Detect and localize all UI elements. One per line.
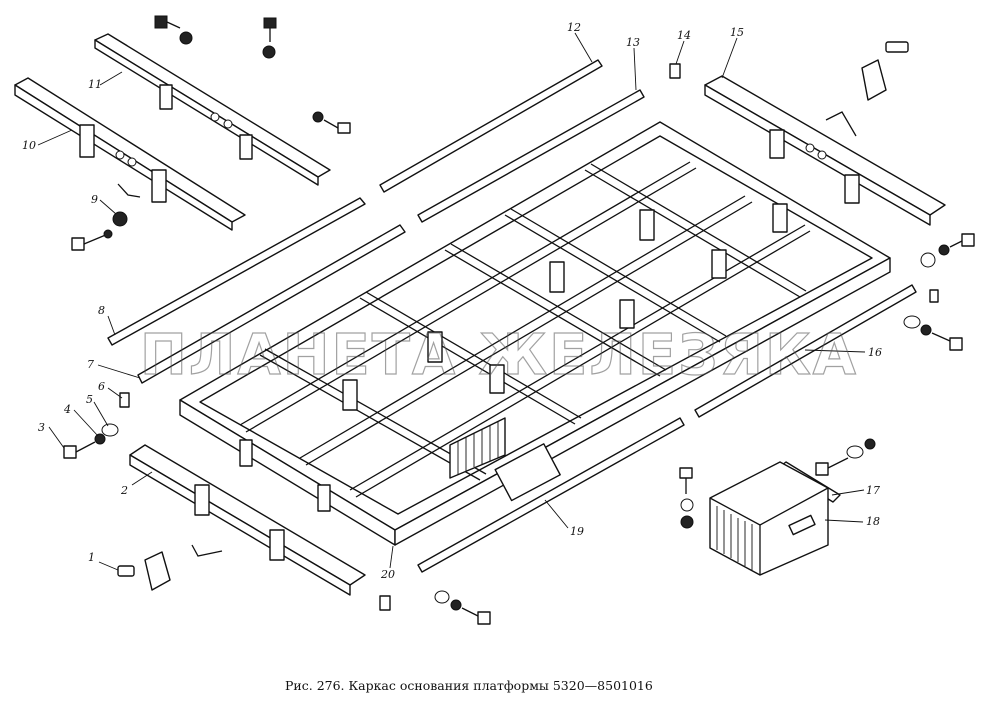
callout-8: 8	[98, 304, 105, 317]
callout-7: 7	[87, 358, 94, 371]
callout-20: 20	[380, 568, 395, 581]
callout-5: 5	[86, 393, 93, 406]
tool-box	[709, 461, 829, 576]
callout-1: 1	[88, 551, 95, 564]
watermark-text: ПЛАНЕТА ЖЕЛЕЗЯКА	[140, 323, 858, 388]
callout-14: 14	[677, 29, 691, 42]
upper-cross-beam	[94, 33, 331, 186]
front-cross-beam	[129, 444, 366, 596]
figure-caption: Рис. 276. Каркас основания платформы 532…	[285, 678, 653, 693]
callout-15: 15	[730, 26, 744, 39]
platform-frame	[179, 121, 891, 546]
left-end-beam	[14, 77, 246, 231]
fasteners	[63, 15, 975, 625]
direction-arrows	[117, 111, 857, 557]
leader-lines	[37, 32, 866, 571]
callout-19: 19	[570, 525, 584, 538]
callout-labels: 1 2 3 4 5 6 7 8 9 10 11 12 13 14 15 16 1…	[22, 21, 882, 581]
callout-9: 9	[91, 193, 98, 206]
callout-17: 17	[866, 484, 880, 497]
callout-2: 2	[120, 484, 128, 497]
callout-6: 6	[98, 380, 105, 393]
callout-18: 18	[866, 515, 880, 528]
side-strip-16	[694, 284, 917, 418]
side-strips	[107, 59, 645, 384]
side-strip-19	[417, 417, 685, 573]
callout-4: 4	[63, 403, 71, 416]
callout-3: 3	[38, 421, 45, 434]
callout-11: 11	[88, 78, 102, 91]
callout-16: 16	[868, 346, 882, 359]
rear-end-beam	[704, 75, 946, 226]
callout-13: 13	[626, 36, 640, 49]
callout-10: 10	[22, 139, 36, 152]
callout-12: 12	[567, 21, 581, 34]
